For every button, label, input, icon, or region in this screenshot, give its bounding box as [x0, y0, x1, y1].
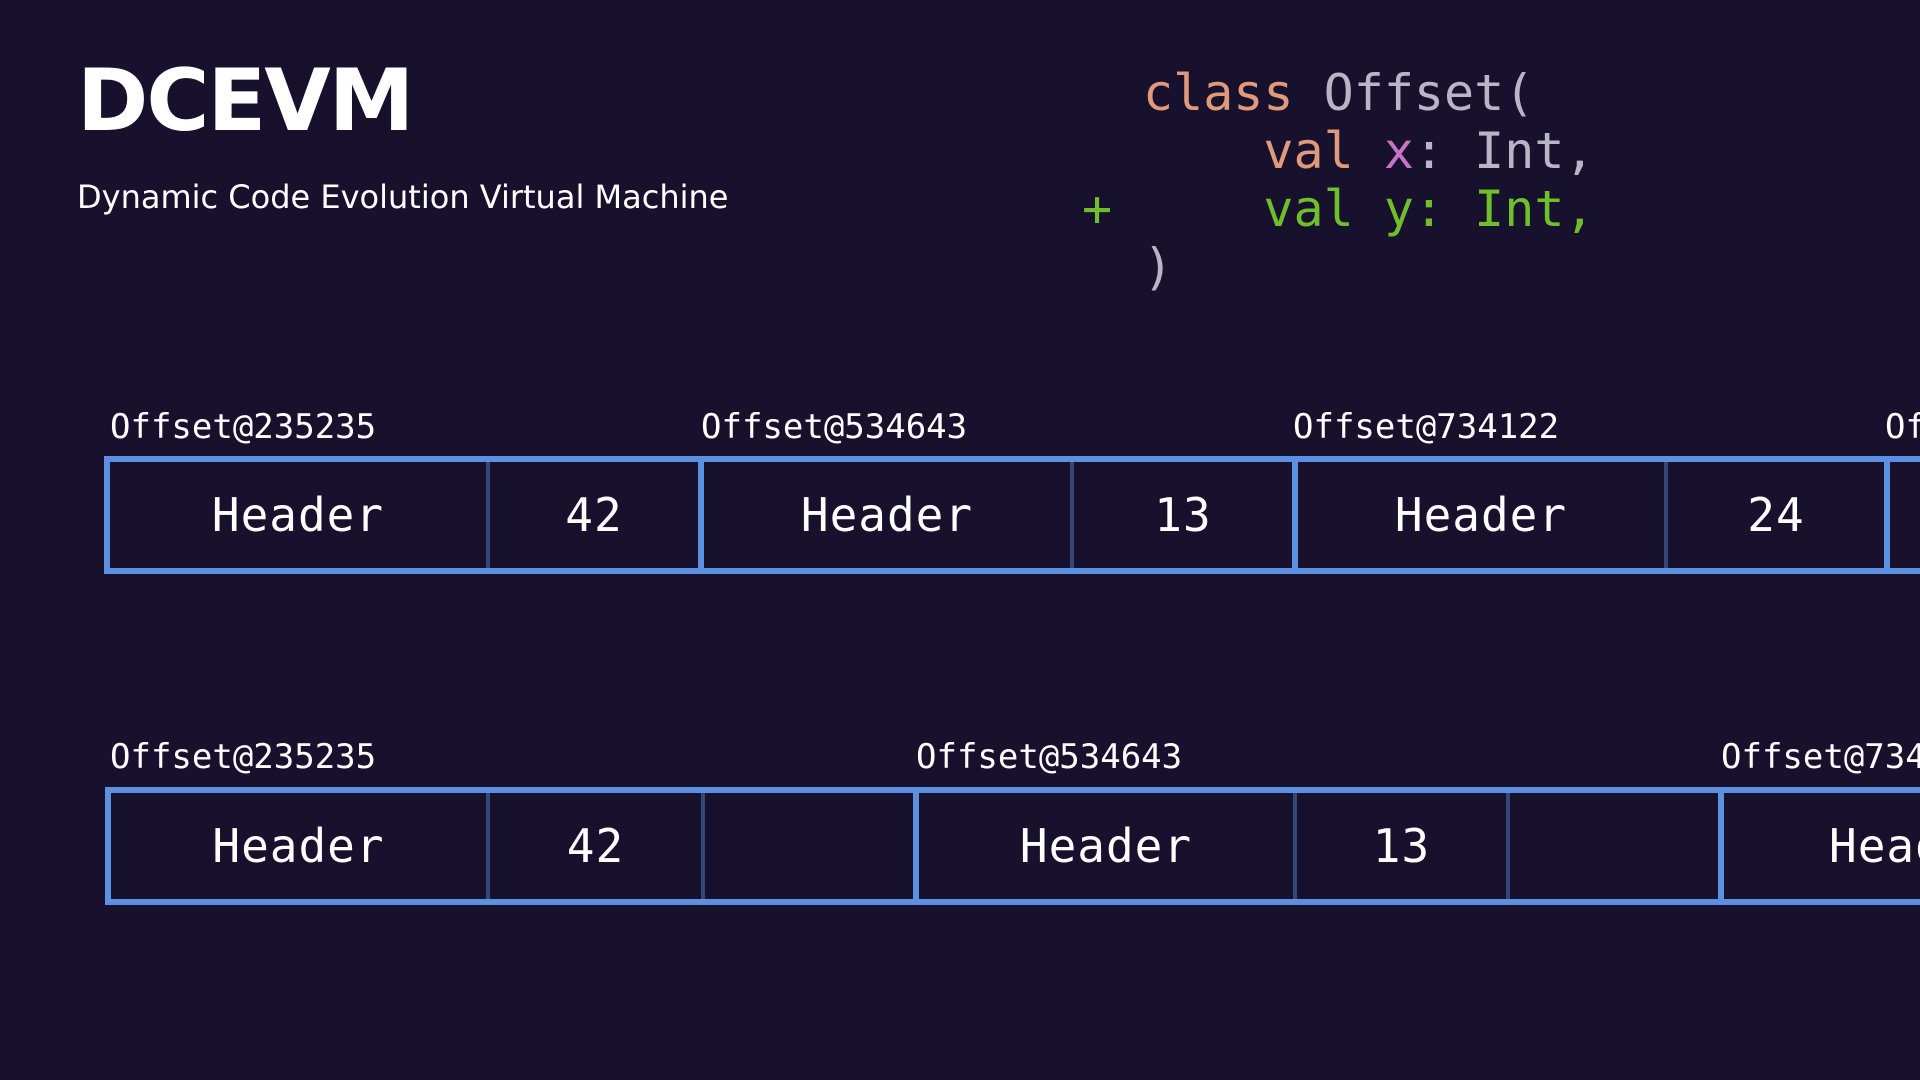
- code-line-close: ): [1082, 238, 1595, 296]
- field-x-cell: 42: [486, 793, 701, 899]
- slide-title: DCEVM: [77, 51, 414, 151]
- header-cell: Header: [913, 793, 1293, 899]
- code-close-paren: ): [1143, 238, 1174, 296]
- code-keyword-val: val: [1263, 122, 1354, 180]
- field-x-cell: 13: [1070, 462, 1292, 568]
- field-y-cell: [1506, 793, 1718, 899]
- header-cell: Head: [1718, 793, 1920, 899]
- object-label: Offset@235235: [110, 737, 377, 777]
- header-cell: Header: [104, 462, 486, 568]
- diff-added-marker: +: [1082, 180, 1113, 238]
- heap-row-before: Header 42 Header 13 Header 24: [104, 456, 1920, 574]
- code-type-int: : Int,: [1413, 122, 1595, 180]
- object-label: Offset@534643: [916, 737, 1183, 777]
- header-cell: Header: [698, 462, 1070, 568]
- code-line-val-y-added: + val y: Int,: [1082, 180, 1595, 238]
- header-cell: Header: [1292, 462, 1664, 568]
- code-property-x: x: [1353, 122, 1414, 180]
- field-x-cell: 13: [1293, 793, 1506, 899]
- slide-subtitle: Dynamic Code Evolution Virtual Machine: [77, 178, 729, 216]
- object-label: Offset@734122: [1293, 407, 1560, 447]
- code-line-class: class Offset(: [1082, 64, 1595, 122]
- code-added-property-y: val y: Int,: [1263, 180, 1595, 238]
- heap-row-after: Header 42 Header 13 Head: [105, 787, 1920, 905]
- code-snippet: class Offset( val x : Int, + val y: Int,…: [1082, 64, 1595, 296]
- code-class-name: Offset(: [1293, 64, 1535, 122]
- object-label: Offset@235235: [110, 407, 377, 447]
- object-label: Offset@534643: [701, 407, 968, 447]
- object-label: Of: [1885, 407, 1920, 447]
- field-x-cell: 42: [486, 462, 698, 568]
- header-cell: Header: [105, 793, 486, 899]
- field-y-cell: [701, 793, 913, 899]
- code-line-val-x: val x : Int,: [1082, 122, 1595, 180]
- header-cell: [1884, 462, 1920, 568]
- object-label: Offset@734: [1721, 737, 1920, 777]
- code-keyword-class: class: [1143, 64, 1294, 122]
- field-x-cell: 24: [1664, 462, 1884, 568]
